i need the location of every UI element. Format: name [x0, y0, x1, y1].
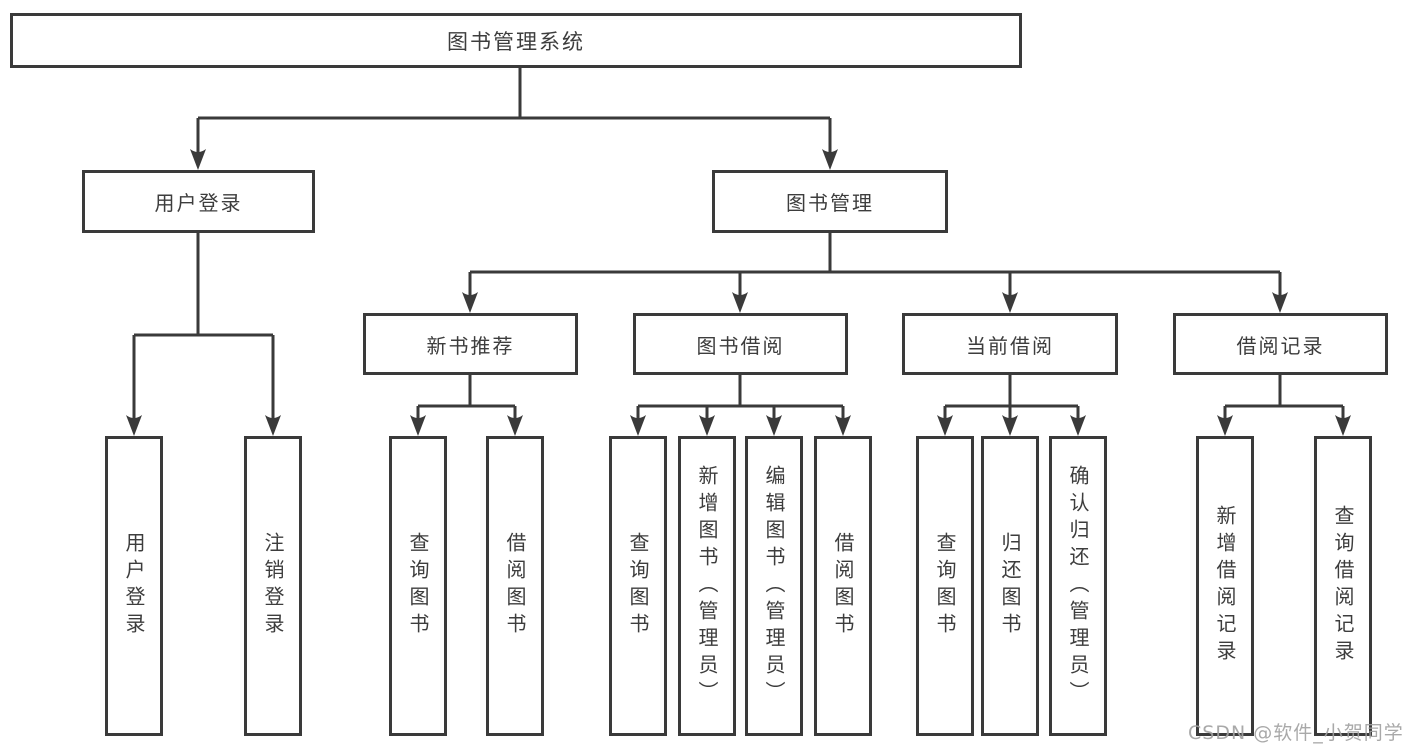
leaf-query-borrow-record: 查询借阅记录	[1314, 436, 1372, 736]
leaf-label: 查询图书	[406, 532, 430, 640]
leaf-edit-books-admin: 编辑图书（管理员）	[745, 436, 803, 736]
leaf-borrow-books: 借阅图书	[486, 436, 544, 736]
leaf-label: 查询图书	[626, 532, 650, 640]
node-label: 图书借阅	[696, 333, 785, 358]
node-label: 用户登录	[154, 191, 243, 215]
node-library-management-system: 图书管理系统	[10, 13, 1022, 68]
node-label: 新书推荐	[426, 333, 515, 358]
leaf-confirm-return-admin: 确认归还（管理员）	[1049, 436, 1107, 736]
csdn-watermark: CSDN @软件_小贺同学	[1188, 722, 1404, 744]
leaf-borrow-books: 借阅图书	[814, 436, 872, 736]
leaf-label: 借阅图书	[831, 532, 855, 640]
node-label: 借阅记录	[1236, 333, 1325, 358]
node-user-login: 用户登录	[82, 170, 315, 233]
leaf-label: 注销登录	[261, 532, 285, 640]
node-book-management: 图书管理	[712, 170, 948, 233]
leaf-query-books: 查询图书	[916, 436, 974, 736]
node-label: 图书管理系统	[447, 29, 585, 54]
node-book-borrowing: 图书借阅	[633, 313, 848, 375]
leaf-add-books-admin: 新增图书（管理员）	[678, 436, 736, 736]
leaf-return-books: 归还图书	[981, 436, 1039, 736]
leaf-label: 新增图书（管理员）	[695, 464, 719, 708]
leaf-add-borrow-record: 新增借阅记录	[1196, 436, 1254, 736]
leaf-label: 归还图书	[998, 532, 1022, 640]
leaf-label: 确认归还（管理员）	[1066, 464, 1090, 708]
leaf-query-books: 查询图书	[609, 436, 667, 736]
node-borrowing-records: 借阅记录	[1173, 313, 1388, 375]
node-label: 图书管理	[786, 191, 874, 215]
tree-edges	[132, 68, 1345, 431]
leaf-user-login: 用户登录	[105, 436, 163, 736]
leaf-label: 借阅图书	[503, 532, 527, 640]
node-label: 当前借阅	[966, 333, 1054, 358]
leaf-label: 新增借阅记录	[1213, 505, 1237, 667]
node-current-borrowing: 当前借阅	[902, 313, 1118, 375]
leaf-label: 查询借阅记录	[1331, 505, 1355, 667]
node-new-book-recommend: 新书推荐	[363, 313, 578, 375]
leaf-query-books: 查询图书	[389, 436, 447, 736]
leaf-label: 编辑图书（管理员）	[762, 464, 786, 708]
leaf-logout: 注销登录	[244, 436, 302, 736]
leaf-label: 查询图书	[933, 532, 957, 640]
leaf-label: 用户登录	[122, 532, 146, 640]
